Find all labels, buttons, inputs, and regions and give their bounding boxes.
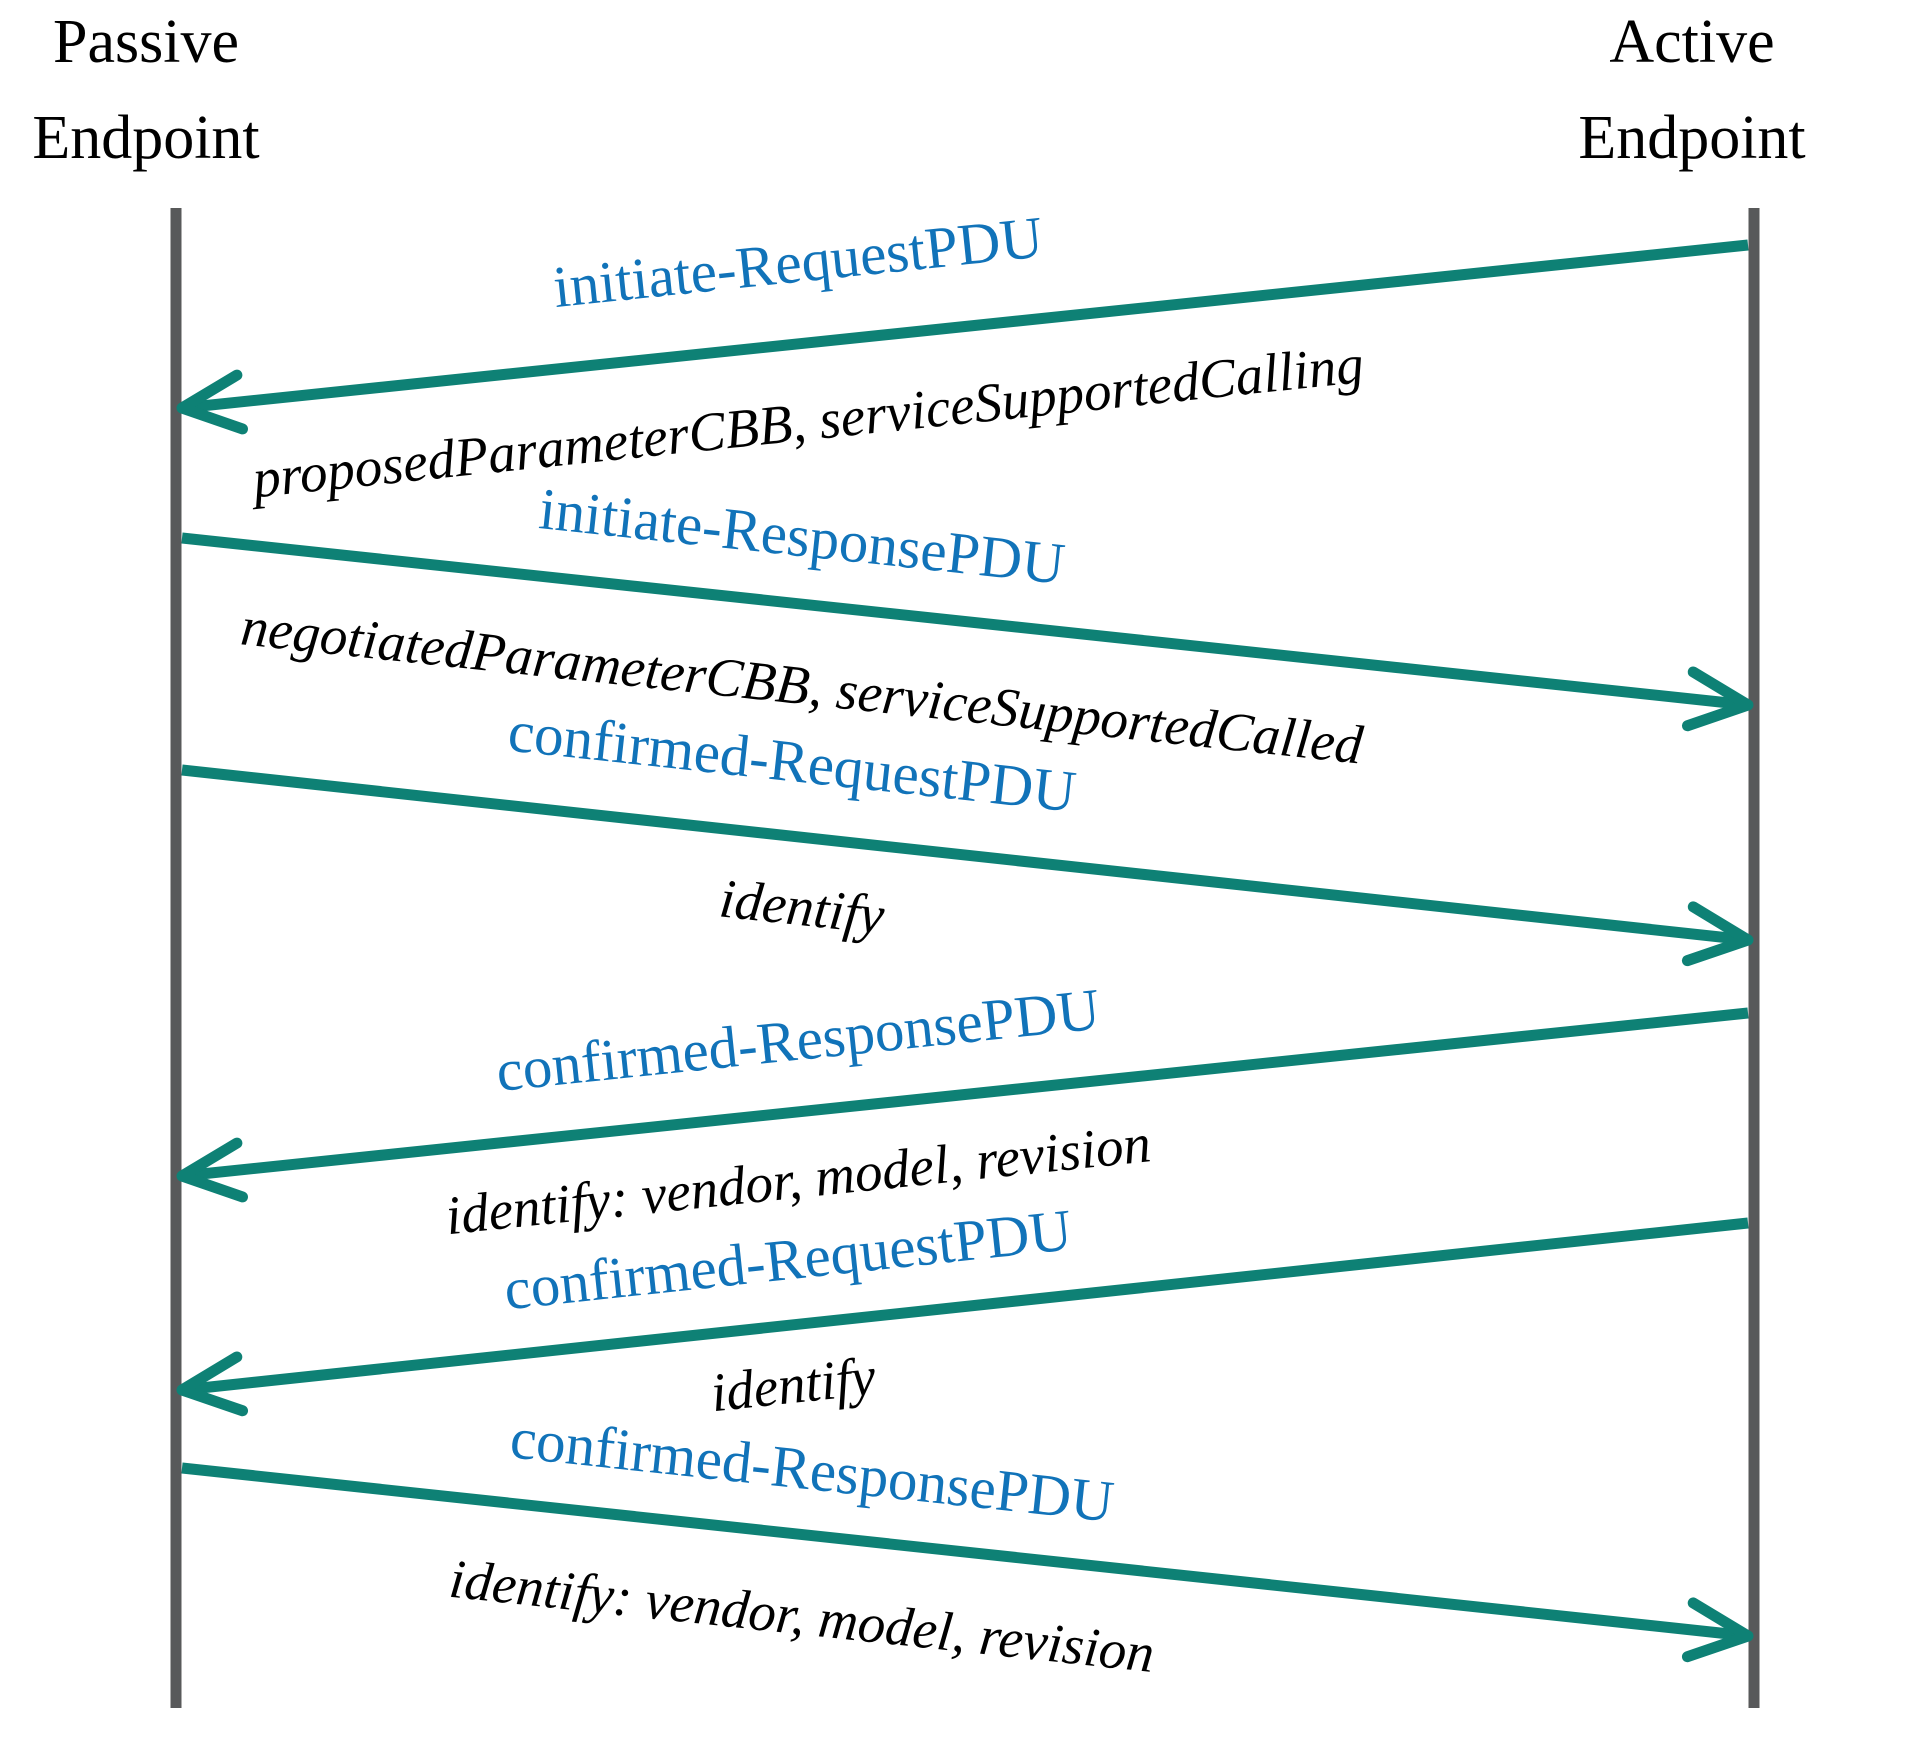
- message-arrow-2: [181, 532, 1749, 711]
- arrowhead-5: [176, 1351, 249, 1417]
- message-arrow-1: [181, 239, 1749, 414]
- pdu-label-2: initiate-ResponsePDU: [536, 475, 1068, 597]
- param-label-1: proposedParameterCBB, serviceSupportedCa…: [246, 333, 1366, 510]
- arrowhead-2: [1681, 666, 1754, 732]
- endpoint-title-line: Endpoint: [1578, 104, 1805, 172]
- message-arrow-3: [181, 764, 1749, 946]
- message-arrow-6: [181, 1462, 1749, 1642]
- param-label-5: identify: [708, 1345, 879, 1423]
- message-arrow-4: [181, 1007, 1749, 1182]
- endpoint-title-line: Active: [1609, 8, 1774, 76]
- endpoint-title-line: Passive: [53, 8, 239, 76]
- message-arrow-5: [181, 1217, 1749, 1396]
- arrowhead-6: [1681, 1597, 1754, 1663]
- arrowhead-3: [1681, 901, 1754, 967]
- arrowhead-4: [176, 1137, 248, 1203]
- arrowhead-1: [176, 369, 248, 435]
- endpoint-title-line: Endpoint: [32, 104, 259, 172]
- pdu-label-1: initiate-RequestPDU: [550, 204, 1046, 321]
- param-label-6: identify: vendor, model, revision: [447, 1548, 1158, 1684]
- param-label-3: identify: [717, 867, 888, 946]
